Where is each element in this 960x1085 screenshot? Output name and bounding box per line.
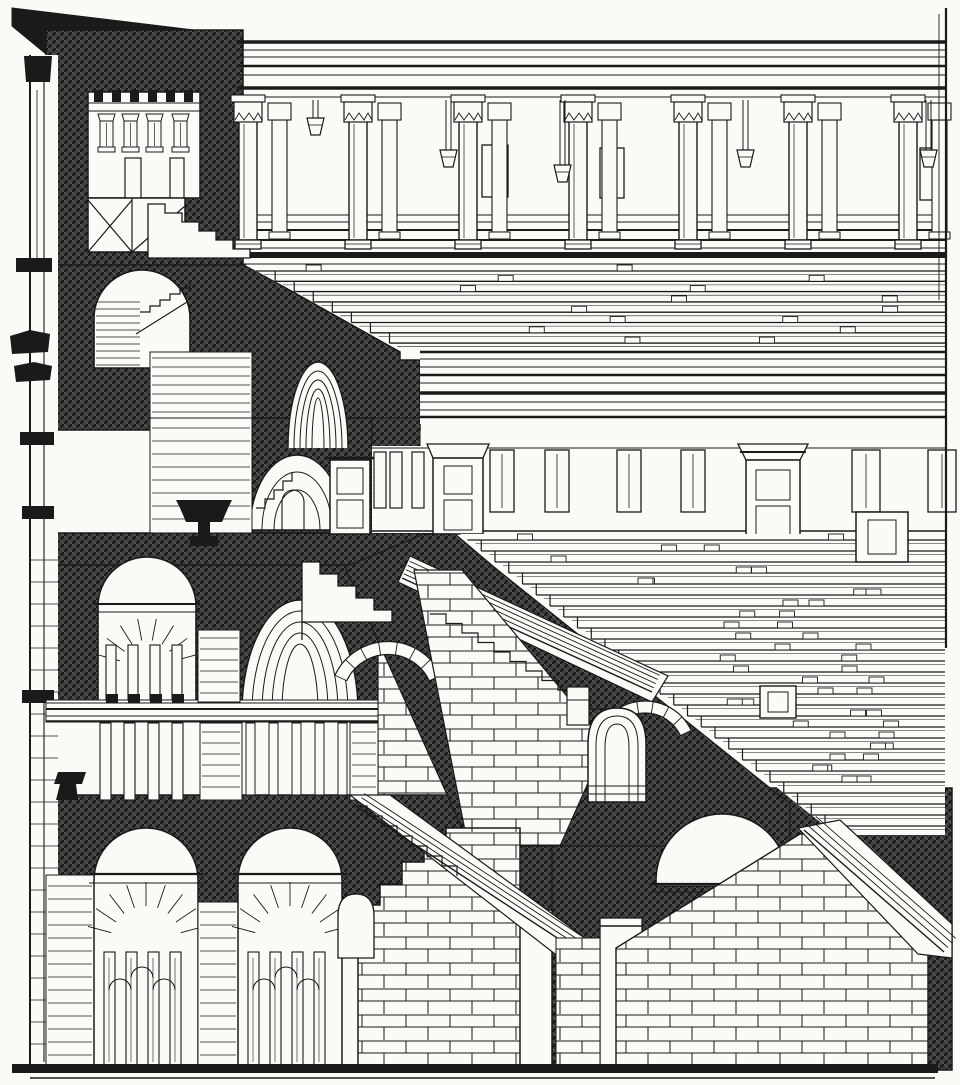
stair-pier-and-lower-flight	[337, 793, 620, 1067]
upper-stair-archway	[93, 269, 191, 369]
frame	[12, 8, 948, 1079]
grand-staircase-diagonal	[301, 533, 791, 847]
timber-stair-truss	[87, 197, 251, 259]
podium-wall-with-doors	[149, 417, 957, 573]
ground-floor-arcade-left	[45, 827, 349, 1069]
upper-seating-tier	[245, 264, 945, 353]
upper-colonnade	[230, 40, 952, 265]
lower-seating-tier	[460, 511, 945, 835]
mid-entablature-bands	[149, 348, 945, 449]
second-level-arcade	[45, 556, 379, 801]
attic-gallery	[87, 90, 201, 199]
